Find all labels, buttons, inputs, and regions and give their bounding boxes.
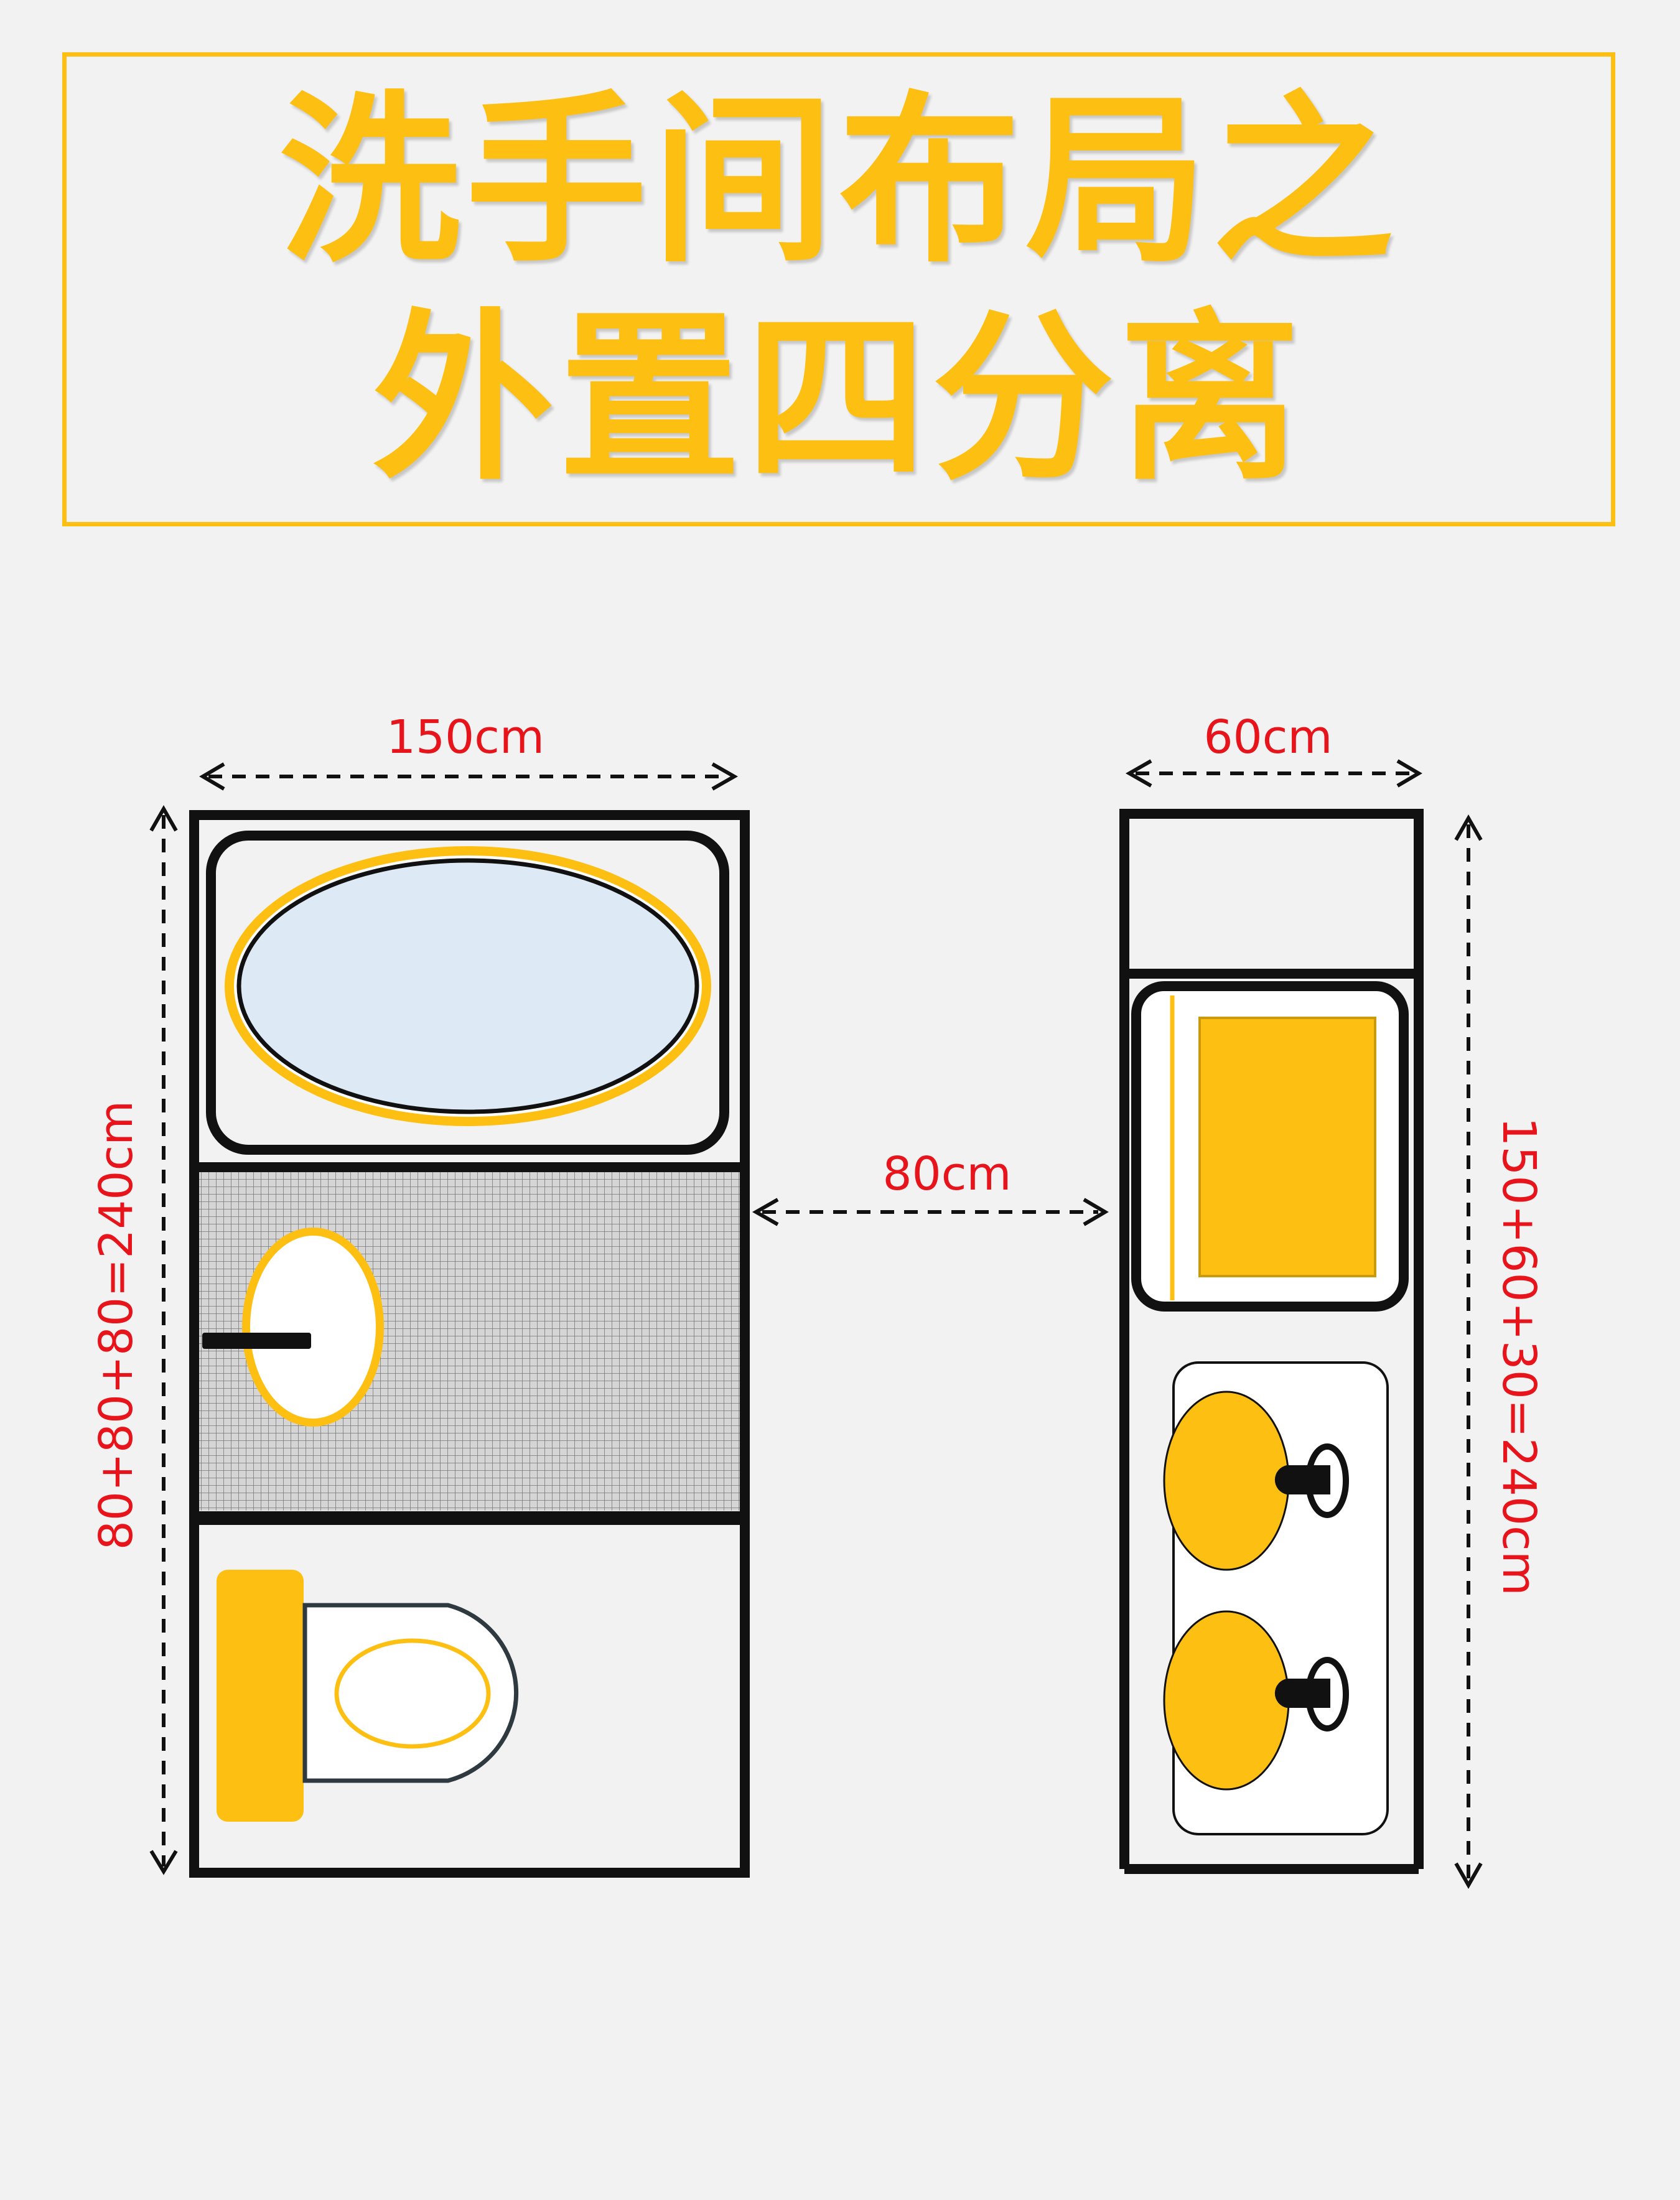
toilet-tank (217, 1570, 304, 1822)
right-width-dimension: 60cm (1125, 711, 1422, 788)
faucet-icon (1274, 1465, 1330, 1494)
toilet-seat (334, 1638, 491, 1749)
wash-basin-icon (202, 1228, 384, 1427)
left-outer-wall (189, 810, 750, 1878)
right-outer-wall (1119, 809, 1424, 1869)
gap-label: 80cm (883, 1147, 1012, 1201)
toilet-icon (217, 1570, 519, 1822)
right-width-label: 60cm (1204, 711, 1333, 764)
faucet-icon (1274, 1679, 1330, 1708)
title-frame: 洗手间布局之 外置四分离 (62, 52, 1615, 526)
double-basin-counter (1163, 1361, 1389, 1835)
toilet-zone (217, 1570, 519, 1822)
left-width-label: 150cm (386, 711, 544, 764)
bathtub-zone (206, 831, 729, 1155)
gap-dimension: 80cm (752, 1147, 1109, 1226)
left-height-label: 80+80+80=240cm (90, 1101, 143, 1550)
title-line-1: 洗手间布局之 (279, 73, 1399, 287)
washing-machine-icon (1131, 981, 1409, 1312)
title-line-2: 外置四分离 (372, 291, 1305, 505)
wash-basin-icon-upper (1163, 1391, 1349, 1571)
wash-basin-icon-lower (1163, 1610, 1349, 1791)
right-height-label: 150+60+30=240cm (1492, 1117, 1546, 1596)
left-height-dimension: 80+80+80=240cm (90, 804, 178, 1875)
right-height-dimension: 150+60+30=240cm (1454, 814, 1546, 1890)
faucet-icon (202, 1333, 311, 1349)
left-width-dimension: 150cm (199, 711, 739, 791)
right-floor-plan: 60cm 150+60+30=240cm (1119, 711, 1546, 1890)
left-floor-plan: 150cm 80+80+80=240cm (90, 711, 750, 1878)
basin-zone (199, 1172, 740, 1511)
bathtub-icon (225, 846, 711, 1126)
